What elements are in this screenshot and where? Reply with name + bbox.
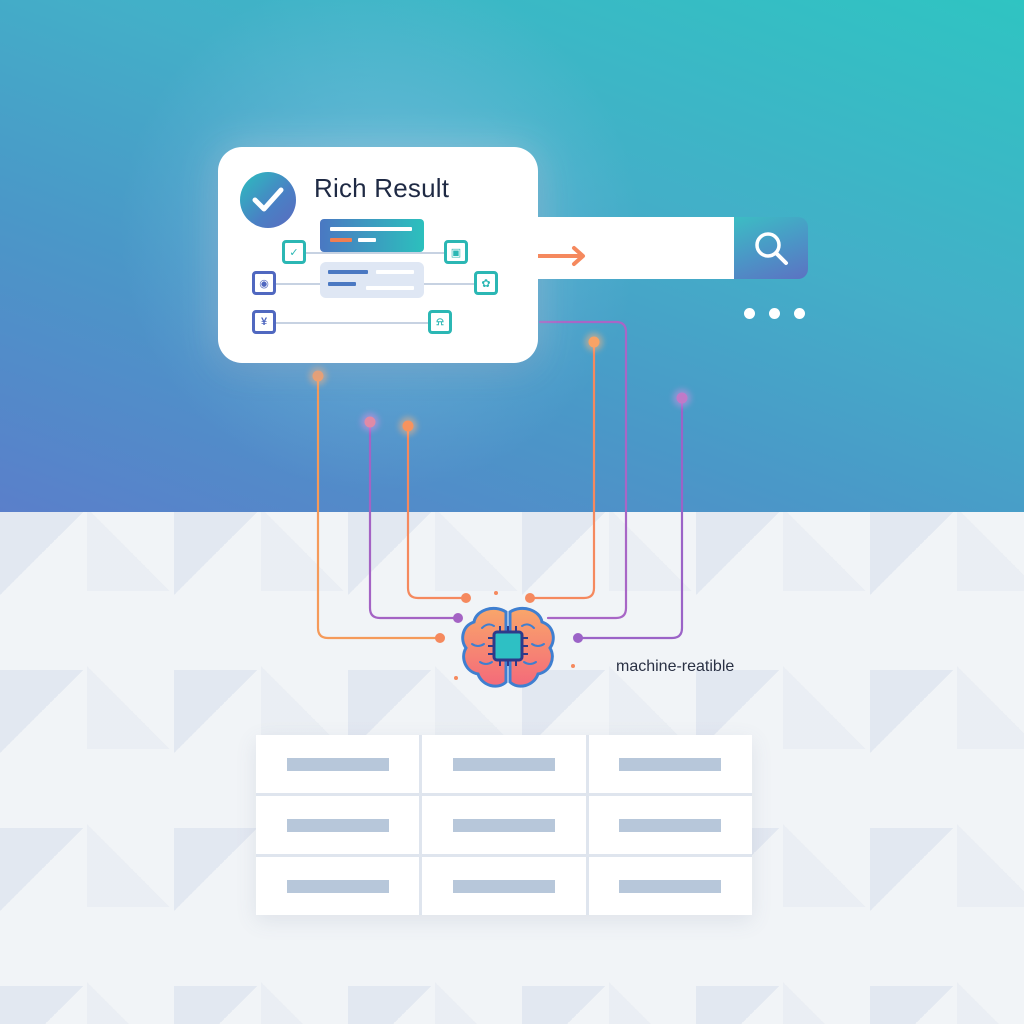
check-circle-icon xyxy=(240,172,296,228)
placeholder-bar xyxy=(452,757,555,771)
placeholder-bar xyxy=(286,879,389,893)
placeholder-bar xyxy=(619,818,722,832)
table-cell xyxy=(422,735,586,793)
structured-data-table xyxy=(256,735,752,915)
result-snippet-secondary xyxy=(320,262,424,298)
table-cell xyxy=(256,796,420,854)
check-icon[interactable]: ✓ xyxy=(282,240,306,264)
result-snippet-primary xyxy=(320,219,424,252)
table-cell xyxy=(422,857,586,915)
puzzle-icon[interactable]: ✿ xyxy=(474,271,498,295)
wire-endpoints xyxy=(309,333,691,680)
yen-icon[interactable]: ¥ xyxy=(252,310,276,334)
table-cell xyxy=(588,735,752,793)
connector-line xyxy=(298,252,458,254)
brain-chip-icon xyxy=(461,606,555,688)
placeholder-bar xyxy=(452,818,555,832)
rich-result-card: Rich Result ✓ ▣ ◉ ✿ ¥ ⍾ xyxy=(218,147,538,363)
image-frame-icon[interactable]: ▣ xyxy=(444,240,468,264)
placeholder-bar xyxy=(286,757,389,771)
chat-icon[interactable]: ◉ xyxy=(252,271,276,295)
table-cell xyxy=(588,796,752,854)
placeholder-bar xyxy=(452,879,555,893)
placeholder-bar xyxy=(619,757,722,771)
table-cell xyxy=(422,796,586,854)
placeholder-bar xyxy=(286,818,389,832)
brain-caption: machine-reatible xyxy=(616,658,735,675)
placeholder-bar xyxy=(619,879,722,893)
search-input[interactable] xyxy=(538,217,734,279)
arrow-right-icon xyxy=(538,246,585,266)
search-button[interactable] xyxy=(734,217,808,279)
table-cell xyxy=(256,735,420,793)
table-cell xyxy=(256,857,420,915)
card-title: Rich Result xyxy=(314,173,450,203)
table-cell xyxy=(588,857,752,915)
bell-icon[interactable]: ⍾ xyxy=(428,310,452,334)
search-icon xyxy=(755,232,788,265)
connector-line xyxy=(270,322,440,324)
more-dots-icon[interactable] xyxy=(744,308,805,319)
